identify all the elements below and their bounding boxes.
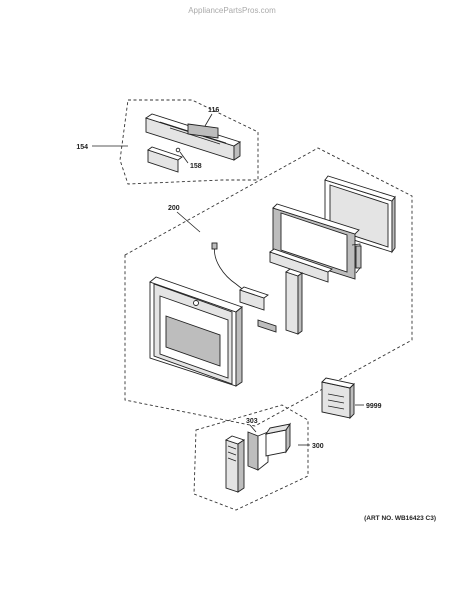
assembly-154-boundary: [119, 99, 259, 185]
latch-spring-part[interactable]: [257, 319, 277, 333]
assembly-200: 200: [124, 147, 413, 427]
watermark-text: AppliancePartsPros.com: [188, 6, 276, 15]
art-number: (ART NO. WB16423 C3): [364, 515, 436, 522]
callout-300: 300: [312, 443, 324, 450]
part-158-bracket[interactable]: [147, 146, 183, 173]
door-strip-part[interactable]: [269, 248, 333, 283]
callout-9999: 9999: [366, 403, 382, 410]
door-latch-part[interactable]: [285, 268, 303, 335]
part-303-bracket[interactable]: [247, 431, 269, 471]
leader-158: [179, 151, 189, 164]
vent-grille-part[interactable]: [224, 435, 246, 493]
callout-116: 116: [208, 107, 219, 114]
part-116-overlay[interactable]: [187, 123, 219, 139]
control-board-part[interactable]: [239, 286, 269, 311]
screw-icon: [175, 147, 181, 153]
grille-box-part[interactable]: [265, 422, 291, 457]
door-hinge-part[interactable]: [351, 243, 362, 274]
callout-154: 154: [76, 144, 88, 151]
front-door-panel[interactable]: [149, 276, 243, 387]
leader-116: [204, 113, 213, 127]
callout-200: 200: [168, 205, 180, 212]
part-9999-manual[interactable]: [321, 377, 355, 420]
leader-200: [176, 211, 201, 233]
leader-303: [249, 424, 257, 433]
callout-158: 158: [190, 163, 202, 170]
assembly-200-boundary: [124, 147, 413, 427]
callout-303: 303: [246, 418, 258, 425]
assembly-154: 154 116 158: [76, 99, 259, 185]
door-choke-frame[interactable]: [272, 203, 360, 280]
assembly-300: 300 303: [193, 404, 324, 511]
door-glass-panel[interactable]: [324, 175, 396, 254]
assembly-300-boundary: [193, 404, 309, 511]
